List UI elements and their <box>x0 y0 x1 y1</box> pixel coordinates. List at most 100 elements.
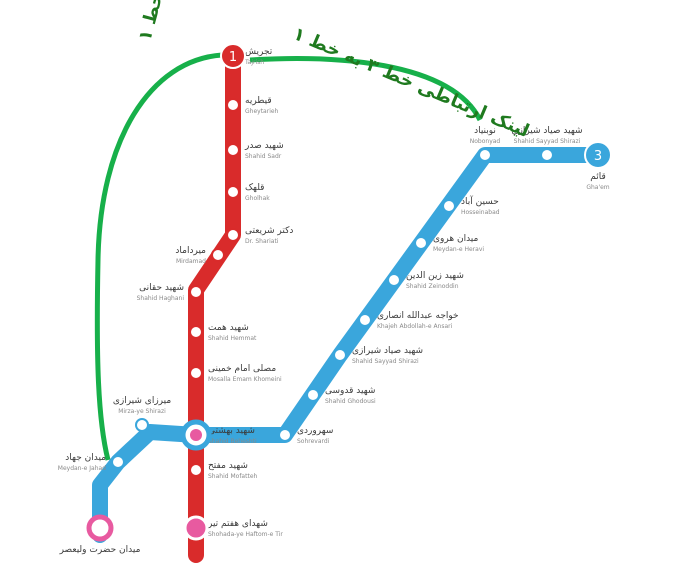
station-latin-name: Meydan-e Jahad <box>58 465 106 472</box>
station-sayyad[interactable]: شهید صیاد شیرازی Shahid Sayyad Shirazi <box>511 126 583 162</box>
station-latin-name: Shahid Sayyad Shirazi <box>352 358 419 365</box>
station-latin-name: Sohrevardi <box>297 438 330 445</box>
station-name: سهروردی <box>297 426 333 436</box>
interchange-beheshti[interactable] <box>180 419 212 451</box>
station-name: شهید صیاد شیرازی <box>352 346 423 356</box>
station-dot <box>189 285 203 299</box>
station-zeinoddin[interactable]: شهید زین الدین Shahid Zeinoddin <box>387 271 464 290</box>
station-name: حسین آباد <box>461 195 499 207</box>
station-jahad[interactable]: میدان جهاد Meydan-e Jahad <box>58 453 125 472</box>
station-mosalla[interactable]: مصلی امام خمینی Mosalla Emam Khomeini <box>189 364 282 383</box>
terminal-blue-right[interactable]: 3 <box>584 141 612 169</box>
link-label-left: لینک ارتباطی خط ۳ به خط ۱ <box>135 0 221 43</box>
station-name: شهید همت <box>208 323 249 333</box>
station-name: شهید زین الدین <box>406 271 464 281</box>
station-dot <box>226 228 240 242</box>
station-latin-name: Khajeh Abdollah-e Ansari <box>377 323 453 330</box>
station-beheshti[interactable]: شهید بهشتی Shahid Beheshti <box>208 426 257 445</box>
station-mirza_shirazi[interactable]: میرزای شیرازی Mirza-ye Shirazi <box>113 396 172 432</box>
station-mirdamad[interactable]: میرداماد Mirdamad <box>175 246 225 265</box>
station-dot <box>278 428 292 442</box>
station-latin-name: Meydan-e Heravi <box>433 246 484 253</box>
station-hemmat[interactable]: شهید همت Shahid Hemmat <box>189 323 257 342</box>
station-heravi[interactable]: میدان هروی Meydan-e Heravi <box>414 234 484 253</box>
station-sadr[interactable]: شهید صدر Shahid Sadr <box>226 141 284 160</box>
station-name: مصلی امام خمینی <box>208 364 276 374</box>
station-ghodousi[interactable]: شهید قدوسی Shahid Ghodousi <box>306 386 376 405</box>
station-dot <box>189 366 203 380</box>
station-latin-name: Shahid Beheshti <box>208 438 257 445</box>
station-dot <box>189 463 203 477</box>
station-vali_asr[interactable]: میدان حضرت ولیعصر <box>59 545 141 555</box>
station-latin-name: Shohada-ye Haftom-e Tir <box>208 531 283 538</box>
station-latin-name: Mirdamad <box>176 258 206 265</box>
station-dot <box>306 388 320 402</box>
station-latin-name: Shahid Haghani <box>137 295 185 302</box>
station-dot <box>414 236 428 250</box>
station-latin-name: Shahid Sadr <box>245 153 282 160</box>
station-latin-name: Shahid Mofatteh <box>208 473 258 480</box>
station-latin-name: Tajrish <box>244 59 264 66</box>
station-latin-name: Gha'em <box>586 184 609 191</box>
station-latin-name: Shahid Ghodousi <box>325 398 376 405</box>
station-sohrevardi[interactable]: سهروردی Sohrevardi <box>278 426 333 445</box>
station-name: میرداماد <box>175 246 206 256</box>
blue-line-path <box>92 147 606 543</box>
green-link-left <box>94 52 223 461</box>
station-name: شهید مفتح <box>208 461 248 471</box>
station-latin-name: Gholhak <box>245 195 270 202</box>
station-dot <box>189 325 203 339</box>
station-latin-name: Shahid Sayyad Shirazi <box>514 138 581 145</box>
link-label-top: لینک ارتباطی خط ۳ به خط ۱ <box>290 23 532 142</box>
station-haghani[interactable]: شهید حقانی Shahid Haghani <box>137 283 203 302</box>
station-latin-name: Shahid Hemmat <box>208 335 257 342</box>
station-name: نوبنیاد <box>474 126 496 136</box>
interchange-bottom-red[interactable] <box>183 515 209 541</box>
station-ansari[interactable]: خواجه عبدالله انصاری Khajeh Abdollah-e An… <box>358 311 459 330</box>
station-dot <box>135 418 149 432</box>
station-mofatteh[interactable]: شهید مفتح Shahid Mofatteh <box>189 461 258 480</box>
station-name: شهید بهشتی <box>208 426 255 436</box>
station-sayyad2[interactable]: شهید صیاد شیرازی Shahid Sayyad Shirazi <box>333 346 423 365</box>
station-name: شهید قدوسی <box>325 386 375 396</box>
station-dot <box>387 273 401 287</box>
station-name: قلهک <box>245 183 265 193</box>
station-hosseinabad[interactable]: حسین آباد Hosseinabad <box>442 195 500 216</box>
green-links <box>94 52 483 461</box>
station-dot <box>111 455 125 469</box>
blue-terminal-number: 3 <box>594 149 602 164</box>
interchange-bottom-left[interactable] <box>86 514 114 542</box>
station-name: شهید حقانی <box>139 283 184 293</box>
station-latin-name: Mirza-ye Shirazi <box>118 408 166 415</box>
station-dot <box>478 148 492 162</box>
station-name: میدان جهاد <box>65 453 106 463</box>
station-latin-name: Nobonyad <box>470 138 501 145</box>
station-name: قائم <box>590 172 606 182</box>
station-gholhak[interactable]: قلهک Gholhak <box>226 183 270 202</box>
station-name: میرزای شیرازی <box>113 396 172 406</box>
station-name: خواجه عبدالله انصاری <box>377 311 459 321</box>
station-ghaem[interactable]: قائم Gha'em <box>586 172 609 191</box>
station-name: قیطریه <box>245 96 272 106</box>
station-nobonyad[interactable]: نوبنیاد Nobonyad <box>470 126 501 162</box>
station-name: شهید صیاد شیرازی <box>511 126 582 136</box>
station-latin-name: Hosseinabad <box>461 209 500 216</box>
green-link-top <box>249 56 483 122</box>
station-latin-name: Shahid Zeinoddin <box>406 283 459 290</box>
station-name: شهید صدر <box>244 141 284 151</box>
station-dot <box>540 148 554 162</box>
station-name: تجریش <box>245 47 273 57</box>
station-name: میدان حضرت ولیعصر <box>59 545 141 555</box>
terminal-red-top[interactable]: 1 <box>220 43 246 69</box>
station-dot <box>226 185 240 199</box>
blue-stations: نوبنیاد Nobonyad شهید صیاد شیرازی Shahid Sa… <box>58 126 610 555</box>
station-dot <box>442 199 456 213</box>
station-tajrish[interactable]: تجریش Tajrish <box>244 47 273 66</box>
station-latin-name: Mosalla Emam Khomeini <box>208 376 282 383</box>
station-name: میدان هروی <box>433 234 479 244</box>
station-dot <box>333 348 347 362</box>
